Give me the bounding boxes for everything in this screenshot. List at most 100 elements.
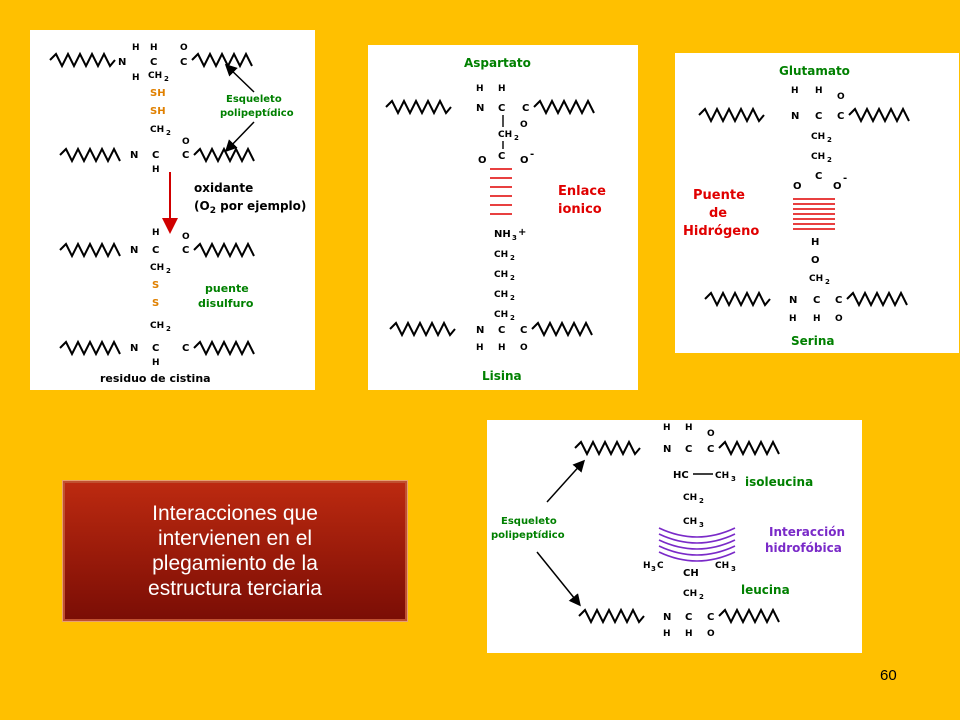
s-top-label: S <box>152 280 159 291</box>
svg-text:C: C <box>835 295 842 306</box>
hydrophobic-label-line1: Interacción <box>769 525 845 539</box>
svg-text:H: H <box>152 358 160 368</box>
svg-text:O: O <box>707 429 715 439</box>
svg-text:C: C <box>152 150 159 161</box>
serine-footer: Serina <box>791 334 834 348</box>
svg-text:H: H <box>815 86 823 96</box>
svg-text:-: - <box>530 149 534 160</box>
svg-text:H: H <box>791 86 799 96</box>
svg-text:C: C <box>498 103 505 114</box>
svg-text:C: C <box>498 151 505 162</box>
svg-text:H: H <box>811 237 819 248</box>
leucine-label: leucina <box>741 583 790 597</box>
svg-text:CH: CH <box>150 263 164 273</box>
svg-text:2: 2 <box>827 156 832 164</box>
ionic-label-line1: Enlace <box>558 184 606 199</box>
svg-text:C: C <box>837 111 844 122</box>
svg-text:C: C <box>182 343 189 354</box>
page-number: 60 <box>880 667 897 684</box>
svg-text:C: C <box>657 561 664 571</box>
svg-text:C: C <box>182 150 189 161</box>
svg-text:2: 2 <box>166 325 171 333</box>
svg-text:N: N <box>476 325 484 336</box>
svg-text:N: N <box>663 612 671 623</box>
bridge-label-line2: disulfuro <box>198 297 254 310</box>
svg-text:O: O <box>837 92 845 102</box>
svg-text:N: N <box>130 245 138 256</box>
svg-text:C: C <box>152 343 159 354</box>
svg-text:3: 3 <box>512 234 517 242</box>
svg-text:H: H <box>150 43 158 53</box>
svg-text:CH: CH <box>148 71 162 81</box>
skeleton-label-line2: polipeptídico <box>220 107 294 119</box>
caption-text: Interacciones que intervienen en el pleg… <box>148 502 322 600</box>
bridge-label-line1: puente <box>205 282 249 295</box>
svg-text:O: O <box>520 155 529 166</box>
svg-text:2: 2 <box>510 314 515 322</box>
svg-text:H: H <box>643 561 651 571</box>
svg-text:O: O <box>182 137 190 147</box>
svg-text:H: H <box>663 423 671 433</box>
svg-text:N: N <box>476 103 484 114</box>
svg-text:C: C <box>180 57 187 68</box>
svg-text:CH: CH <box>494 290 508 300</box>
hbond-label-line2: de <box>709 206 727 221</box>
isoleucine-label: isoleucina <box>745 475 813 489</box>
svg-text:N: N <box>130 150 138 161</box>
svg-text:CH: CH <box>715 561 729 571</box>
caption-box: Interacciones que intervienen en el pleg… <box>62 480 408 622</box>
svg-text:C: C <box>498 325 505 336</box>
hydrophobic-label-line2: hidrofóbica <box>765 541 842 555</box>
svg-text:CH: CH <box>811 152 825 162</box>
svg-text:C: C <box>685 444 692 455</box>
svg-text:H: H <box>132 43 140 53</box>
svg-text:CH: CH <box>683 493 697 503</box>
svg-text:2: 2 <box>164 75 169 83</box>
svg-text:O: O <box>180 43 188 53</box>
svg-text:N: N <box>789 295 797 306</box>
svg-text:C: C <box>685 612 692 623</box>
ionic-bond-lines <box>490 168 512 215</box>
svg-text:2: 2 <box>699 497 704 505</box>
s-bottom-label: S <box>152 298 159 309</box>
svg-text:O: O <box>520 120 528 130</box>
svg-text:3: 3 <box>731 475 736 483</box>
svg-text:2: 2 <box>825 278 830 286</box>
oxidant-label-line1: oxidante <box>194 181 253 195</box>
svg-text:-: - <box>843 173 847 184</box>
svg-text:O: O <box>707 629 715 639</box>
hbond-label-line1: Puente <box>693 188 745 203</box>
skeleton-label-line1: Esqueleto <box>226 94 282 105</box>
svg-text:CH: CH <box>494 310 508 320</box>
svg-text:H: H <box>789 314 797 324</box>
svg-text:N: N <box>663 444 671 455</box>
svg-text:CH: CH <box>683 517 697 527</box>
svg-text:CH: CH <box>150 125 164 135</box>
svg-text:NH: NH <box>494 229 511 240</box>
svg-text:O: O <box>182 232 190 242</box>
svg-text:C: C <box>522 103 529 114</box>
glutamate-title: Glutamato <box>779 64 850 78</box>
svg-text:H: H <box>663 629 671 639</box>
svg-text:C: C <box>182 245 189 256</box>
svg-text:CH: CH <box>809 274 823 284</box>
svg-text:N: N <box>118 57 126 68</box>
ionic-label-line2: ionico <box>558 202 602 217</box>
svg-text:H: H <box>476 343 484 353</box>
svg-text:C: C <box>707 444 714 455</box>
skeleton-arrow-up <box>224 63 255 93</box>
hbond-label-line3: Hidrógeno <box>683 224 759 239</box>
svg-text:2: 2 <box>166 129 171 137</box>
svg-text:H: H <box>685 629 693 639</box>
svg-text:CH: CH <box>494 270 508 280</box>
svg-text:2: 2 <box>827 136 832 144</box>
svg-text:3: 3 <box>731 565 736 573</box>
svg-text:O: O <box>835 314 843 324</box>
